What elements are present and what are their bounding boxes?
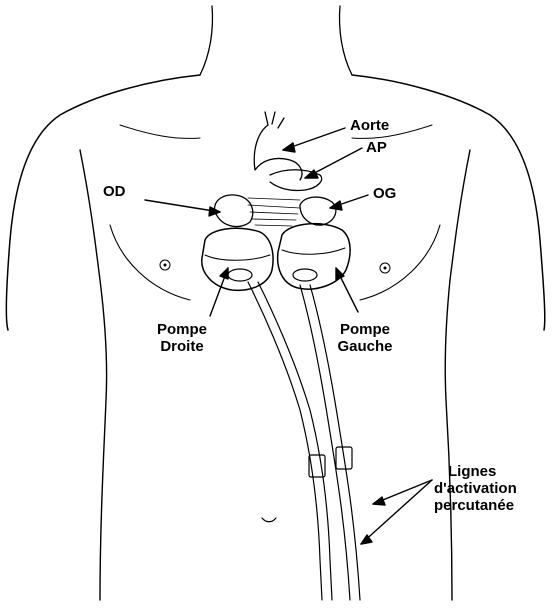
left-pump-rim	[282, 248, 345, 254]
label-lignes-line3: percutanée	[434, 497, 517, 514]
label-aorte: Aorte	[350, 117, 389, 134]
right-pump-port	[228, 269, 252, 281]
right-atrium	[215, 195, 253, 227]
label-lignes-line2: d'activation	[434, 480, 517, 497]
left-shoulder	[6, 75, 200, 330]
left-clavicle	[120, 125, 200, 138]
neck-left	[200, 6, 213, 75]
label-og: OG	[373, 185, 396, 202]
left-atrium	[300, 197, 336, 225]
label-lignes: Lignes d'activation percutanée	[434, 463, 517, 514]
navel	[262, 518, 276, 522]
label-ap: AP	[366, 139, 387, 156]
atria-hatching	[248, 198, 300, 226]
neck-right	[340, 6, 353, 75]
label-pompe-gauche-line1: Pompe	[325, 321, 405, 338]
label-pompe-droite: Pompe Droite	[142, 321, 222, 355]
left-pump-port	[293, 269, 317, 281]
left-armpit	[80, 150, 107, 600]
label-pompe-gauche-line2: Gauche	[325, 338, 405, 355]
label-pompe-gauche: Pompe Gauche	[325, 321, 405, 355]
left-pectoral	[110, 225, 190, 300]
label-pompe-droite-line2: Droite	[142, 338, 222, 355]
right-armpit	[445, 150, 470, 600]
label-od: OD	[103, 183, 126, 200]
label-lignes-line1: Lignes	[434, 463, 517, 480]
right-pectoral	[360, 225, 440, 300]
label-pompe-droite-line1: Pompe	[142, 321, 222, 338]
right-pump-rim	[205, 255, 270, 260]
